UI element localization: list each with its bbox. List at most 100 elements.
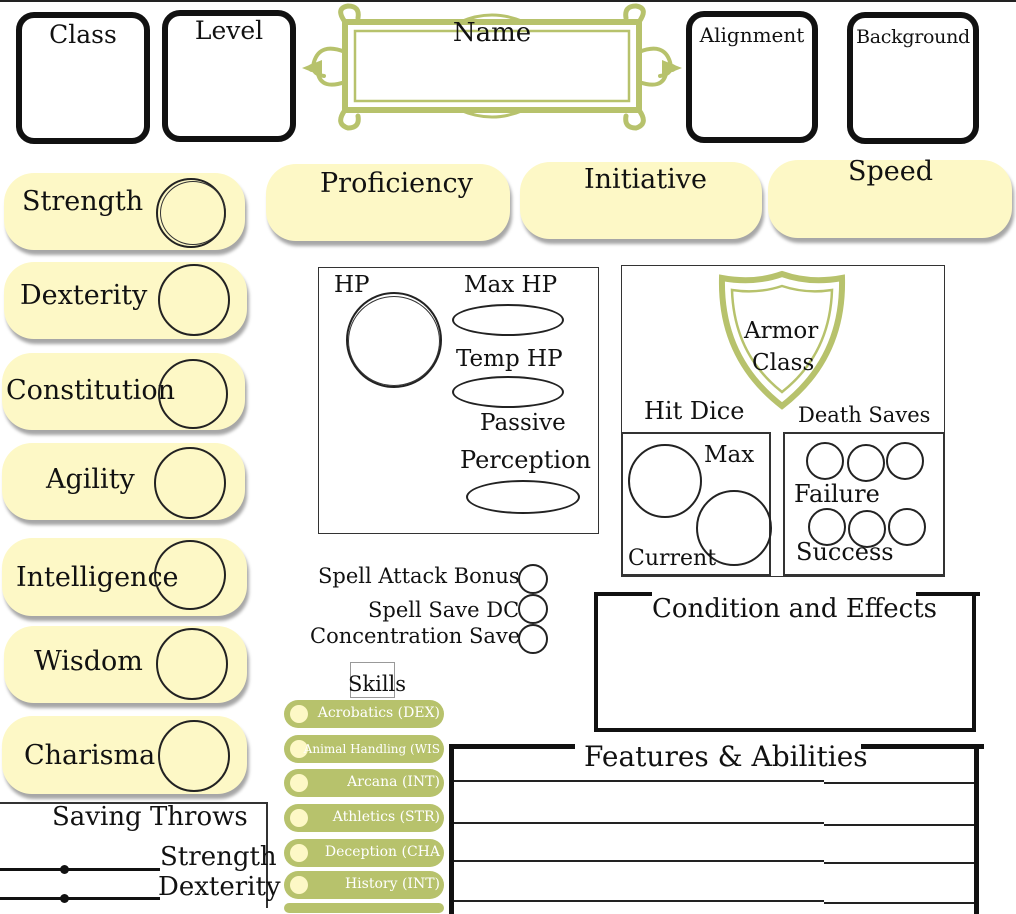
name-frame[interactable]: Name [300,2,684,134]
ability-score-circle[interactable] [154,540,226,610]
skill-proficiency-dot[interactable] [290,844,308,862]
features-line[interactable] [824,862,974,864]
passive-perception-oval[interactable] [466,480,580,514]
skill-proficiency-dot[interactable] [290,740,308,758]
proficiency-box[interactable]: Proficiency [266,164,510,241]
death-saves-label: Death Saves [798,403,931,427]
skill-acrobatics[interactable]: Acrobatics (DEX) [284,700,444,728]
level-box[interactable]: Level [162,10,296,142]
skill-next[interactable] [284,903,444,913]
skill-label: Deception (CHA [324,844,440,860]
features-line[interactable] [454,900,824,902]
spell-attack-bonus-circle[interactable] [518,564,548,594]
hit-dice-current-label: Current [628,546,717,571]
ability-agility[interactable]: Agility [2,443,245,520]
ability-score-circle[interactable] [156,628,228,700]
spell-save-dc-label: Spell Save DC [368,598,520,622]
armor-shield-icon [716,268,848,412]
class-box[interactable]: Class [16,12,150,144]
success-save-1[interactable] [808,508,846,546]
speed-box[interactable]: Speed [768,156,1012,238]
features-line[interactable] [454,822,824,824]
failure-save-1[interactable] [806,442,844,480]
ability-score-circle[interactable] [154,447,226,519]
name-label: Name [452,18,532,48]
success-label: Success [796,538,894,566]
skill-proficiency-dot[interactable] [290,705,308,723]
success-save-3[interactable] [888,508,926,546]
features-title: Features & Abilities [584,740,868,773]
skill-proficiency-dot[interactable] [290,774,308,792]
max-hp-oval[interactable] [452,304,564,336]
alignment-label: Alignment [699,23,805,47]
ability-dexterity[interactable]: Dexterity [4,262,247,339]
temp-hp-label: Temp HP [456,346,563,372]
saving-throw-strength: Strength [160,842,277,872]
skill-proficiency-dot[interactable] [290,809,308,827]
proficiency-label: Proficiency [320,168,473,199]
ability-label: Charisma [24,740,156,771]
armor-panel [621,265,945,577]
ability-intelligence[interactable]: Intelligence [2,538,247,616]
features-line[interactable] [454,780,824,782]
ability-strength[interactable]: Strength [4,173,245,250]
death-saves-panel [783,432,945,576]
hit-dice-label: Hit Dice [644,397,745,425]
max-hp-label: Max HP [464,272,558,298]
concentration-save-label: Concentration Save [310,624,521,648]
skill-label: History (INT) [344,876,440,892]
hp-circle[interactable] [346,292,442,388]
skill-athletics[interactable]: Athletics (STR) [284,804,444,832]
passive-label: Passive [480,410,566,436]
initiative-box[interactable]: Initiative [520,162,762,239]
ability-label: Strength [22,186,144,217]
features-line[interactable] [824,782,974,784]
skill-arcana[interactable]: Arcana (INT) [284,769,444,797]
ability-label: Wisdom [34,646,143,677]
saving-throw-dexterity: Dexterity [158,872,281,902]
hit-dice-max-circle[interactable] [696,490,772,566]
ability-label: Agility [46,464,135,495]
skill-label: Athletics (STR) [332,809,440,825]
ability-charisma[interactable]: Charisma [2,716,247,794]
class-label: Class [49,20,117,49]
ability-score-circle[interactable] [158,359,228,429]
armor-class-label: Class [752,350,815,376]
temp-hp-oval[interactable] [452,376,564,408]
failure-save-2[interactable] [847,444,885,482]
alignment-box[interactable]: Alignment [686,11,818,143]
spell-save-dc-circle[interactable] [518,594,548,624]
ability-constitution[interactable]: Constitution [2,353,245,430]
ability-score-circle[interactable] [158,264,230,336]
armor-label: Armor [744,318,819,344]
concentration-save-circle[interactable] [518,624,548,654]
level-label: Level [194,16,264,45]
skills-title-box [350,662,395,698]
skill-label: Animal Handling (WIS [303,742,440,756]
conditions-title: Condition and Effects [652,594,938,624]
ability-score-circle[interactable] [158,720,230,792]
hit-dice-max-label: Max [704,442,755,468]
ability-label: Dexterity [20,280,148,311]
conditions-box[interactable] [594,592,980,732]
saving-throws-section: Saving Throws Strength Dexterity [0,802,281,908]
success-save-2[interactable] [848,510,886,548]
spell-attack-bonus-label: Spell Attack Bonus [318,564,520,588]
features-line[interactable] [824,902,974,904]
skill-animal-handling[interactable]: Animal Handling (WIS [284,735,444,763]
skill-proficiency-dot[interactable] [290,876,308,894]
hit-dice-circle[interactable] [628,444,702,518]
features-line[interactable] [454,860,824,862]
initiative-label: Initiative [584,164,707,195]
features-box[interactable] [449,744,984,914]
skill-label: Arcana (INT) [347,774,440,790]
perception-label: Perception [460,446,591,474]
ability-label: Constitution [6,375,176,406]
skill-history[interactable]: History (INT) [284,871,444,899]
skill-deception[interactable]: Deception (CHA [284,839,444,867]
background-box[interactable]: Background [847,12,979,144]
features-line[interactable] [824,824,974,826]
ability-wisdom[interactable]: Wisdom [4,626,247,703]
failure-save-3[interactable] [886,442,924,480]
speed-label: Speed [848,156,934,187]
